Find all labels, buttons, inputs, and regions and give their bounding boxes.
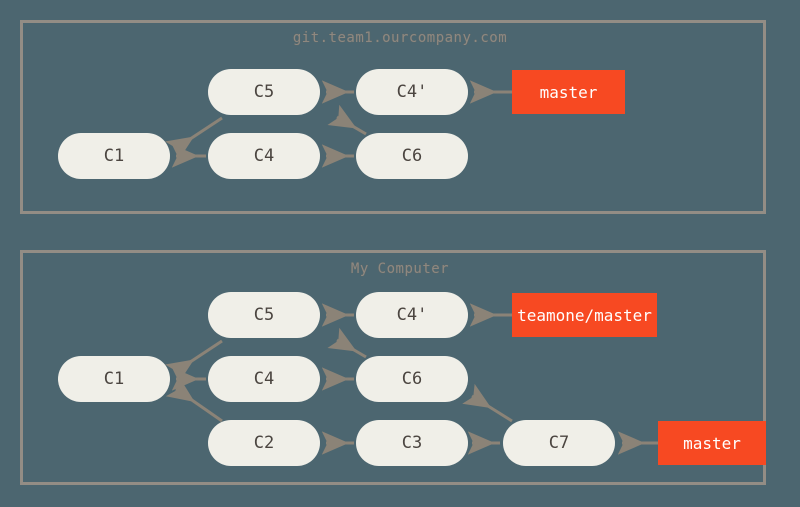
branch-label-master-local[interactable]: master [658,421,766,465]
commit-node-c6-remote[interactable]: C6 [356,133,468,179]
commit-node-c7-local[interactable]: C7 [503,420,615,466]
commit-node-c2-local[interactable]: C2 [208,420,320,466]
commit-node-c4prime-remote[interactable]: C4' [356,69,468,115]
commit-node-c3-local[interactable]: C3 [356,420,468,466]
commit-node-c1-local[interactable]: C1 [58,356,170,402]
commit-node-c1-remote[interactable]: C1 [58,133,170,179]
commit-node-c4prime-local[interactable]: C4' [356,292,468,338]
panel-local-title: My Computer [350,261,450,277]
commit-node-c4-local[interactable]: C4 [208,356,320,402]
commit-node-c4-remote[interactable]: C4 [208,133,320,179]
branch-label-teamone-master-local[interactable]: teamone/master [512,293,657,337]
panel-local [20,250,766,485]
panel-remote-title: git.team1.ourcompany.com [292,30,508,46]
commit-node-c5-remote[interactable]: C5 [208,69,320,115]
panel-remote [20,20,766,214]
branch-label-master-remote[interactable]: master [512,70,625,114]
commit-node-c5-local[interactable]: C5 [208,292,320,338]
commit-node-c6-local[interactable]: C6 [356,356,468,402]
